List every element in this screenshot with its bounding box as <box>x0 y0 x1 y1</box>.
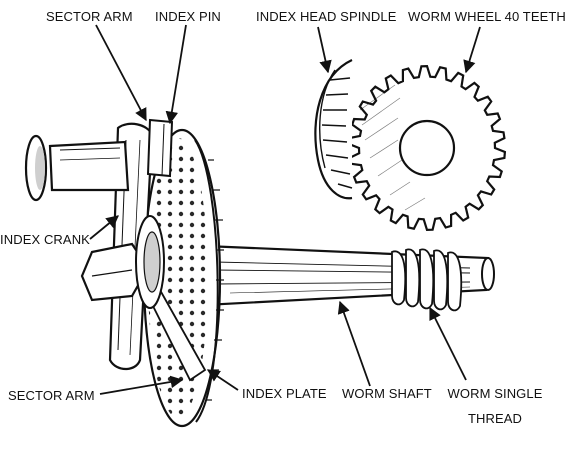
leader-sector-arm-bottom <box>99 375 184 395</box>
leader-lines <box>89 24 481 395</box>
index-pin <box>146 118 174 178</box>
leader-index-crank <box>89 215 119 240</box>
label-sector-arm-top: SECTOR ARM <box>46 9 133 24</box>
leader-sector-arm-top <box>95 24 147 122</box>
leader-worm-wheel <box>463 26 481 74</box>
label-worm-single-line2: THREAD <box>467 411 523 426</box>
label-index-head-spindle: INDEX HEAD SPINDLE <box>256 9 397 24</box>
leader-worm-shaft <box>337 300 371 387</box>
label-sector-arm-bottom: SECTOR ARM <box>8 388 95 403</box>
label-worm-single-line1: WORM SINGLE <box>447 386 543 401</box>
leader-worm-thread <box>429 306 467 381</box>
index-head-spindle <box>314 59 353 200</box>
worm-thread <box>391 248 463 312</box>
leader-index-pin <box>165 24 187 125</box>
label-worm-single-thread: WORM SINGLE THREAD <box>440 386 550 426</box>
worm-wheel-bore <box>398 119 456 177</box>
worm-wheel-shading <box>359 84 426 211</box>
index-plate <box>142 128 224 428</box>
leader-index-plate <box>206 369 239 391</box>
label-worm-wheel: WORM WHEEL 40 TEETH <box>408 9 566 24</box>
label-index-plate: INDEX PLATE <box>242 386 327 401</box>
leader-index-head-spindle <box>317 26 332 74</box>
label-index-pin: INDEX PIN <box>155 9 221 24</box>
crank-nut <box>80 215 165 309</box>
label-worm-shaft: WORM SHAFT <box>342 386 432 401</box>
crank-handle <box>24 134 130 202</box>
worm-wheel <box>347 64 507 232</box>
label-index-crank: INDEX CRANK <box>0 232 90 247</box>
